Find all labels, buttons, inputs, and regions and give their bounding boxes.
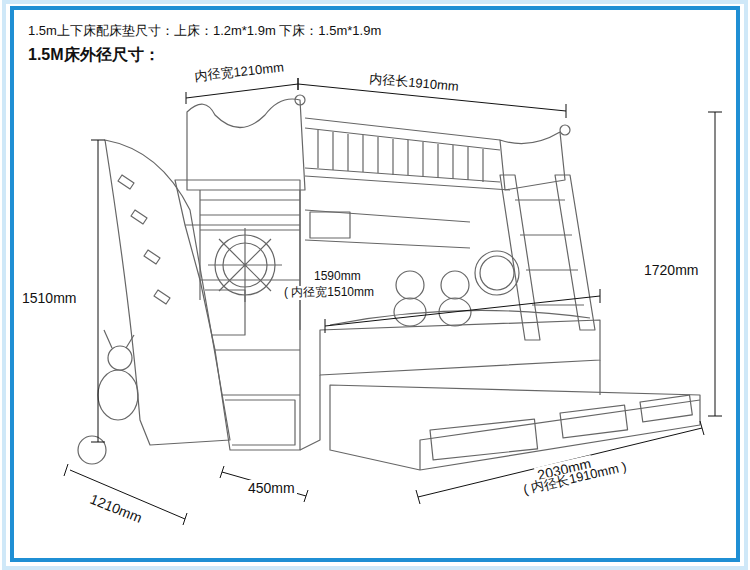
dimension-label: 1510mm — [20, 290, 78, 306]
dimension-label: 内径宽1210mm — [192, 60, 287, 85]
dimension-label: ( 内径宽1510mm — [282, 286, 376, 300]
dimension-label: 1720mm — [642, 262, 700, 278]
dimension-label: 450mm — [246, 480, 297, 496]
heading-note: 1.5m上下床配床垫尺寸：上床：1.2m*1.9m 下床：1.5m*1.9m — [26, 24, 383, 39]
dimension-label: 1590mm — [312, 270, 363, 284]
heading-note: 1.5M床外径尺寸： — [26, 46, 162, 64]
dimension-label: 1210mm — [86, 490, 146, 527]
dimension-label: 内径长1910mm — [367, 72, 462, 95]
